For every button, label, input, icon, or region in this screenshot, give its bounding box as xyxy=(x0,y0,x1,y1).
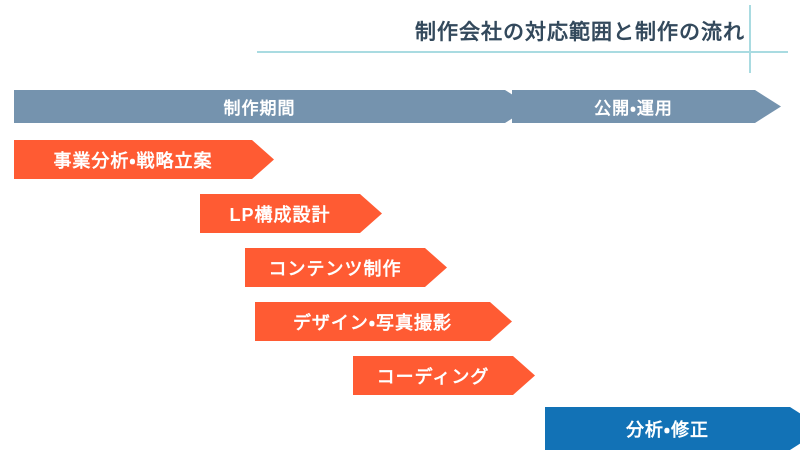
phase-arrow-publish-operate: 公開・運用 xyxy=(512,90,781,123)
title-vertical-divider xyxy=(749,5,751,73)
step-arrow-lp-structure-design: LP構成設計 xyxy=(200,194,382,233)
page-title: 制作会社の対応範囲と制作の流れ xyxy=(415,21,745,44)
step-arrow-design-photography: デザイン・写真撮影 xyxy=(255,302,512,341)
step-arrow-content-production: コンテンツ制作 xyxy=(245,248,447,287)
title-underline-divider xyxy=(257,51,788,53)
step-arrow-business-analysis-strategy: 事業分析・戦略立案 xyxy=(14,140,274,179)
final-arrow-analysis-revision: 分析・修正 xyxy=(545,407,800,450)
phase-arrow-production-period: 制作期間 xyxy=(14,90,531,123)
step-arrow-coding: コーディング xyxy=(353,356,535,395)
